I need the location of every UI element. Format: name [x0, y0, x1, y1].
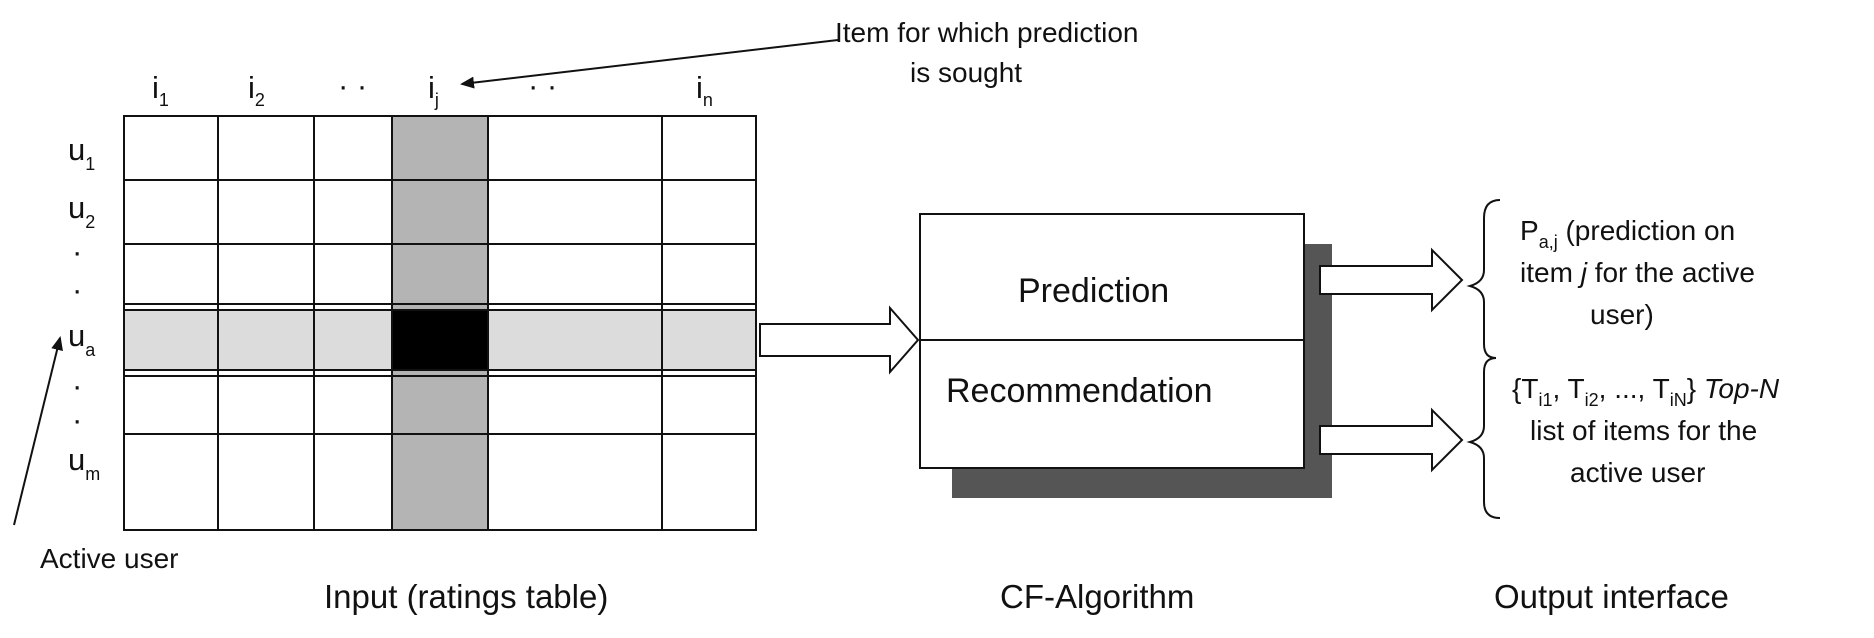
- column-header-in: in: [696, 70, 713, 110]
- column-headers: i1 i2 · · ij · · in: [152, 68, 713, 110]
- predicted-cell: [392, 310, 488, 370]
- column-header-ellipsis-1: · ·: [338, 68, 367, 103]
- prediction-output-arrow: [1319, 247, 1464, 313]
- row-header-um: um: [68, 442, 100, 484]
- prediction-label: Prediction: [1018, 272, 1169, 310]
- row-header-u2: u2: [68, 190, 95, 232]
- item-annotation-line1: Item for which prediction: [835, 17, 1138, 48]
- recommendation-label: Recommendation: [946, 372, 1212, 410]
- column-header-i2: i2: [248, 70, 265, 110]
- column-header-ij: ij: [428, 70, 439, 110]
- recommendation-output-text: {Ti1, Ti2, ..., TiN} Top-N list of items…: [1512, 373, 1780, 488]
- active-user-label: Active user: [40, 543, 179, 574]
- input-to-algorithm-arrow: [759, 305, 920, 375]
- row-header-ua: ua: [68, 318, 96, 360]
- row-gridlines: [124, 179, 756, 435]
- ratings-table: i1 i2 · · ij · · in u1 u2 · · ua · · um: [68, 68, 757, 531]
- input-caption: Input (ratings table): [324, 578, 608, 615]
- prediction-output-line2: item j for the active: [1520, 257, 1755, 288]
- algorithm-caption: CF-Algorithm: [1000, 578, 1194, 615]
- item-annotation-line2: is sought: [910, 57, 1022, 88]
- prediction-output-brace: [1466, 199, 1501, 359]
- active-user-pointer-arrow: [13, 336, 63, 526]
- prediction-output-line3: user): [1590, 299, 1654, 330]
- cf-algorithm-box: Prediction Recommendation: [919, 213, 1332, 498]
- row-header-u1: u1: [68, 132, 95, 174]
- item-annotation: Item for which prediction is sought: [460, 17, 1138, 89]
- recommendation-output-line3: active user: [1570, 457, 1705, 488]
- row-header-dot-3: ·: [72, 368, 82, 403]
- row-header-dot-4: ·: [72, 402, 82, 437]
- active-user-annotation: Active user: [13, 336, 179, 574]
- table-border: [123, 115, 757, 531]
- row-header-dot-2: ·: [72, 272, 82, 307]
- prediction-output-text: Pa,j (prediction on item j for the activ…: [1520, 215, 1755, 330]
- recommendation-output-arrow: [1319, 407, 1464, 473]
- recommendation-output-brace: [1466, 357, 1501, 519]
- recommendation-output-line2: list of items for the: [1530, 415, 1757, 446]
- output-caption: Output interface: [1494, 578, 1729, 615]
- row-headers: u1 u2 · · ua · · um: [68, 132, 100, 484]
- row-header-dot-1: ·: [72, 234, 82, 269]
- recommendation-output-line1: {Ti1, Ti2, ..., TiN} Top-N: [1512, 373, 1780, 410]
- column-header-i1: i1: [152, 70, 169, 110]
- column-gridlines: [217, 116, 663, 530]
- prediction-output-line1: Pa,j (prediction on: [1520, 215, 1735, 252]
- item-pointer-arrow: [460, 39, 839, 89]
